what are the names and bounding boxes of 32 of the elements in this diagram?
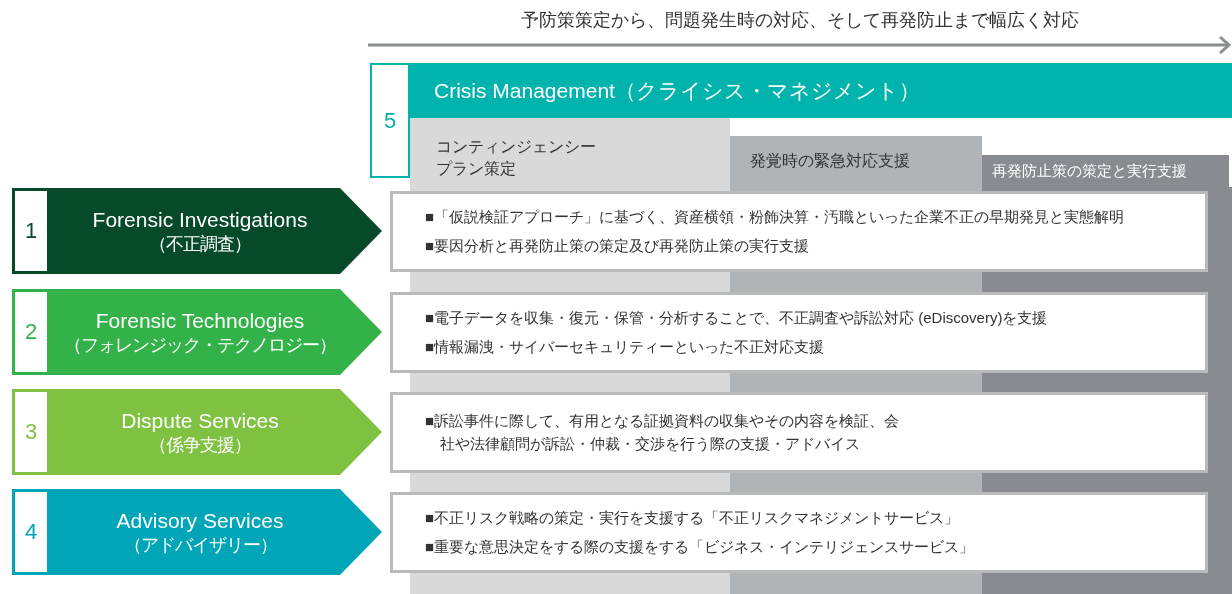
phase-header [410, 118, 730, 187]
number-box: 3 [13, 390, 49, 474]
phase-label: コンティンジェンシープラン策定 [436, 137, 597, 179]
phase-header [730, 136, 982, 187]
band-title: Crisis Management（クライシス・マネジメント） [434, 79, 920, 102]
bullet-text: ■要因分析と再発防止策の策定及び再発防止策の実行支援 [425, 235, 811, 256]
service-title: Forensic Investigations [92, 206, 308, 233]
number-box: 2 [13, 290, 49, 374]
bullet-text: ■「仮説検証アプローチ」に基づく、資産横領・粉飾決算・汚職といった企業不正の早期発見と実態解明 [425, 207, 1126, 227]
service-title: Advisory Services [116, 507, 284, 534]
number-box: 5 [370, 63, 410, 178]
description-box [390, 492, 1208, 573]
service-subtitle: （不正調査） [149, 232, 251, 256]
bullet-text: ■重要な意思決定をする際の支援をする「ビジネス・インテリジェンスサービス」 [425, 536, 976, 557]
phase-label: 発覚時の緊急対応支援 [750, 151, 911, 171]
scope-label: 予防策策定から、問題発生時の対応、そして再発防止まで幅広く対応 [520, 9, 1080, 32]
service-subtitle: （フォレンジック・テクノロジー） [64, 333, 336, 357]
service-subtitle: （係争支援） [149, 433, 251, 457]
phase-header [982, 155, 1229, 187]
description-box [390, 292, 1208, 373]
bullet-text: ■電子データを収集・復元・保管・分析することで、不正調査や訴訟対応 (eDiscovery)を支援 [425, 308, 1049, 328]
description-box [390, 191, 1208, 272]
service-subtitle: （アドバイザリー） [123, 533, 277, 557]
number-box: 4 [13, 490, 49, 574]
service-title: Dispute Services [121, 407, 279, 434]
bullet-text: ■情報漏洩・サイバーセキュリティーといった不正対応支援 [425, 336, 826, 357]
number-box: 1 [13, 189, 49, 273]
service-title: Forensic Technologies [95, 307, 305, 334]
bullet-text: ■不正リスク戦略の策定・実行を支援する「不正リスクマネジメントサービス」 [425, 508, 961, 528]
phase-label: 再発防止策の策定と実行支援 [992, 161, 1188, 181]
bullet-text: ■訴訟事件に際して、有用となる証拠資料の収集やその内容を検証、会社や法律顧問が訴訟・仲裁・交渉を行う際の支援・アドバイス [425, 411, 901, 454]
description-box [390, 392, 1208, 473]
